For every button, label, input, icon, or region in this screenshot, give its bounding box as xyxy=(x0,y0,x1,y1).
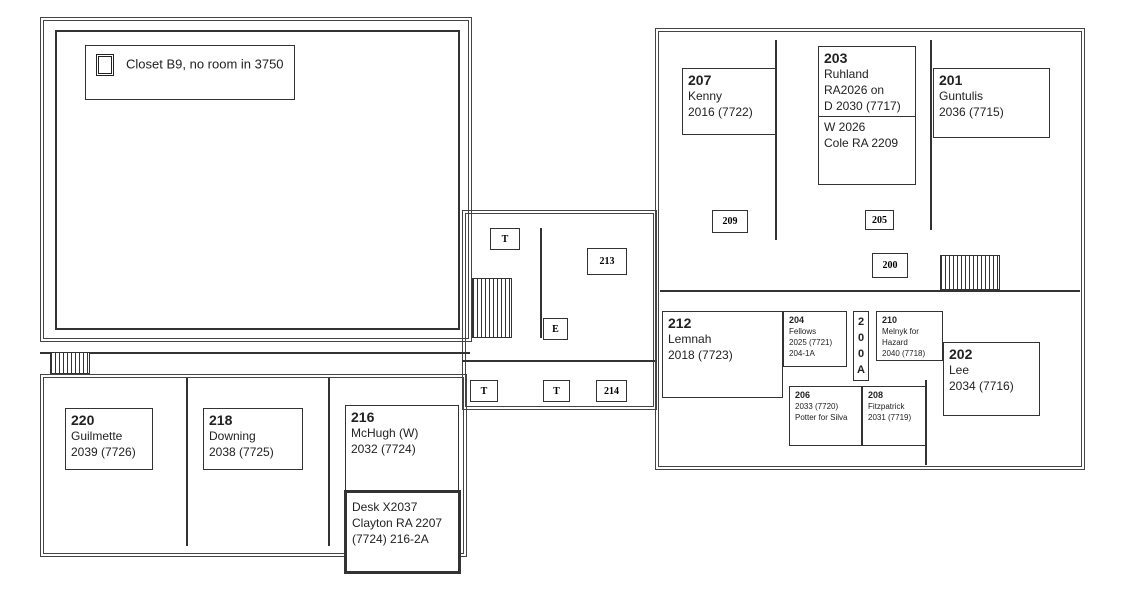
closet-note: Closet B9, no room in 3750 xyxy=(85,45,295,100)
large-room-inner xyxy=(55,30,460,330)
room-char: 0 xyxy=(857,348,865,360)
toilet-tag: T xyxy=(543,380,570,402)
room-number: 202 xyxy=(949,346,973,362)
room-200a: 2 0 0 A xyxy=(853,311,869,381)
note: RA2026 on xyxy=(824,83,885,97)
stairs xyxy=(940,255,1000,290)
room-209-tag: 209 xyxy=(712,210,748,233)
wall-line xyxy=(40,352,470,354)
room-number: 218 xyxy=(209,412,233,428)
room-203: 203 Ruhland RA2026 on D 2030 (7717) W 20… xyxy=(818,46,916,185)
occupant: Kenny xyxy=(688,89,723,103)
room-210: 210 Melnyk for Hazard 2040 (7718) xyxy=(876,311,943,361)
room-202: 202 Lee 2034 (7716) xyxy=(943,342,1040,416)
room-number: 201 xyxy=(939,72,963,88)
room-char: A xyxy=(857,364,865,376)
closet-label: Closet B9, no room in 3750 xyxy=(126,56,284,72)
extension: 2036 (7715) xyxy=(939,105,1004,119)
extension: 2034 (7716) xyxy=(949,379,1014,393)
toilet-tag: T xyxy=(470,380,498,402)
extension: 2033 (7720) xyxy=(795,402,839,411)
room-206: 206 2033 (7720) Potter for Silva xyxy=(789,386,862,446)
wall-line xyxy=(186,378,188,546)
room-220: 220 Guilmette 2039 (7726) xyxy=(65,408,153,470)
occupant: Lemnah xyxy=(668,332,712,346)
wall-line xyxy=(462,360,657,362)
room-208: 208 Fitzpatrick 2031 (7719) xyxy=(862,386,926,446)
room-216: 216 McHugh (W) 2032 (7724) xyxy=(345,405,459,491)
note: 204-1A xyxy=(789,349,815,358)
extension: 2016 (7722) xyxy=(688,105,753,119)
room-218: 218 Downing 2038 (7725) xyxy=(203,408,303,470)
note: W 2026 xyxy=(819,116,915,135)
wall-line xyxy=(775,40,777,240)
room-number: 204 xyxy=(789,315,805,325)
room-212: 212 Lemnah 2018 (7723) xyxy=(662,311,783,398)
extension: 2025 (7721) xyxy=(789,338,833,347)
room-number: 210 xyxy=(882,315,898,325)
elevator-tag: E xyxy=(543,318,568,340)
room-214-tag: 214 xyxy=(596,380,627,402)
extension: 2018 (7723) xyxy=(668,348,733,362)
occupant: Guilmette xyxy=(71,429,123,443)
room-207: 207 Kenny 2016 (7722) xyxy=(682,68,776,135)
occupant: Fitzpatrick xyxy=(868,402,905,411)
extension: 2040 (7718) xyxy=(882,349,926,358)
stairs xyxy=(50,352,90,374)
wall-line xyxy=(540,228,542,338)
room-number: 216 xyxy=(351,409,375,425)
room-number: 208 xyxy=(868,390,884,400)
occupant: Downing xyxy=(209,429,256,443)
room-number: 207 xyxy=(688,72,712,88)
extension: 2038 (7725) xyxy=(209,445,274,459)
wall-line xyxy=(925,380,927,465)
occupant: Guntulis xyxy=(939,89,984,103)
wall-line xyxy=(930,40,932,230)
large-room-wall xyxy=(40,17,472,342)
room-char: 2 xyxy=(857,316,865,328)
room-200-tag: 200 xyxy=(872,253,908,278)
room-number: 203 xyxy=(824,50,848,66)
desk-line: (7724) 216-2A xyxy=(352,532,429,546)
room-204: 204 Fellows 2025 (7721) 204-1A xyxy=(783,311,847,367)
occupant: Ruhland xyxy=(824,67,869,81)
extension: 2032 (7724) xyxy=(351,442,416,456)
room-number: 206 xyxy=(795,390,811,400)
occupant: Fellows xyxy=(789,327,817,336)
closet-icon xyxy=(96,54,114,76)
desk-line: Clayton RA 2207 xyxy=(352,516,443,530)
extension: D 2030 (7717) xyxy=(824,99,901,113)
note: Cole RA 2209 xyxy=(824,136,899,150)
stairs xyxy=(472,278,512,338)
wall-line xyxy=(328,378,330,546)
room-char: 0 xyxy=(857,332,865,344)
occupant: Melnyk for xyxy=(882,327,919,336)
note: Hazard xyxy=(882,338,908,347)
south-wing-wall xyxy=(40,374,467,557)
room-205-tag: 205 xyxy=(865,210,894,230)
room-number: 212 xyxy=(668,315,692,331)
toilet-tag: T xyxy=(490,228,520,250)
desk-216-2a: Desk X2037 Clayton RA 2207 (7724) 216-2A xyxy=(344,490,461,574)
occupant: Potter for Silva xyxy=(795,413,848,422)
occupant: Lee xyxy=(949,363,970,377)
desk-line: Desk X2037 xyxy=(352,500,418,514)
room-201: 201 Guntulis 2036 (7715) xyxy=(933,68,1050,138)
room-number: 220 xyxy=(71,412,95,428)
east-wing-wall xyxy=(655,28,1085,470)
occupant: McHugh (W) xyxy=(351,426,419,440)
wall-line xyxy=(660,290,1080,292)
room-213-tag: 213 xyxy=(587,248,627,275)
extension: 2039 (7726) xyxy=(71,445,136,459)
extension: 2031 (7719) xyxy=(868,413,912,422)
